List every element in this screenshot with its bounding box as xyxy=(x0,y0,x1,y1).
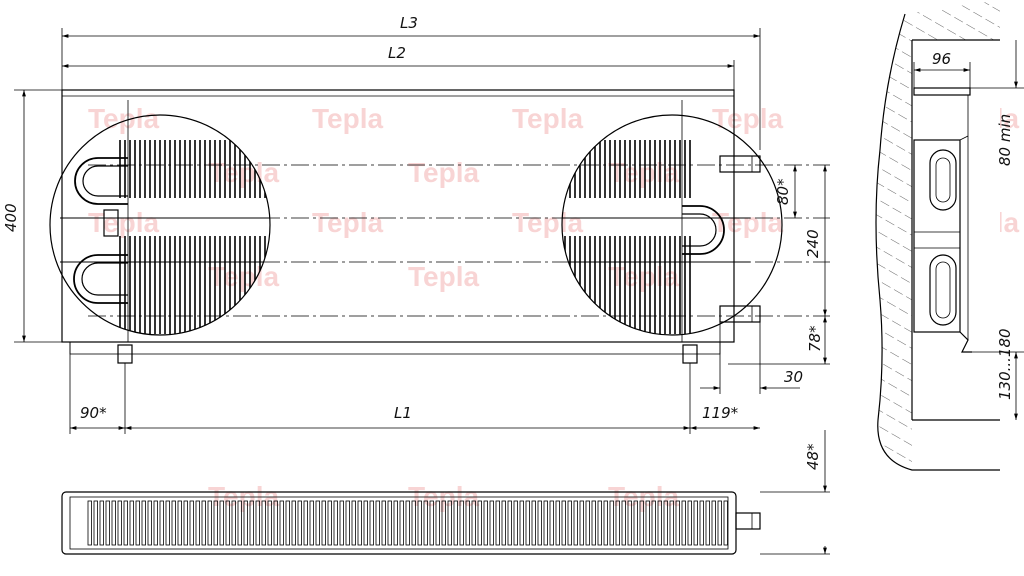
top-grille xyxy=(87,500,728,546)
watermark-text: Tepla xyxy=(208,157,279,188)
front-dimensions: L3 L2 400 80* 240 78* 30 90* L1 119* xyxy=(2,14,830,434)
side-body xyxy=(913,139,961,333)
watermark-text: Tepla xyxy=(608,157,679,188)
watermark-text: Tepla xyxy=(408,157,479,188)
watermark-text: Tepla xyxy=(408,261,479,292)
right-detail-circle xyxy=(561,114,783,336)
front-base-strip xyxy=(69,341,721,355)
watermark-text: Tepla xyxy=(88,103,159,134)
watermark-text: Tepla xyxy=(88,207,159,238)
side-view: 96 80 min 130...180 xyxy=(875,0,1024,471)
dim-90: 90* xyxy=(80,404,107,422)
dim-l2: L2 xyxy=(388,44,406,62)
dim-96: 96 xyxy=(932,50,951,68)
watermark-text: Tepla xyxy=(208,261,279,292)
side-lower-coil xyxy=(929,254,957,326)
front-casing xyxy=(61,89,735,343)
left-lower-u-bend xyxy=(73,254,128,304)
left-detail-circle xyxy=(49,114,271,336)
dim-30: 30 xyxy=(784,368,803,386)
left-upper-u-bend xyxy=(74,157,128,205)
watermark-text: Tepla xyxy=(608,261,679,292)
dim-80min: 80 min xyxy=(996,114,1014,166)
side-top-plate xyxy=(913,87,971,96)
side-upper-coil xyxy=(929,149,957,211)
dim-240: 240 xyxy=(804,229,822,258)
dim-119: 119* xyxy=(702,404,739,422)
dim-80: 80* xyxy=(774,178,792,205)
dim-130-180: 130...180 xyxy=(996,328,1014,400)
dim-400: 400 xyxy=(2,203,20,232)
watermark-text: Tepla xyxy=(512,207,583,238)
watermark-text: Tepla xyxy=(712,103,783,134)
dim-78: 78* xyxy=(806,325,824,352)
dim-l3: L3 xyxy=(400,14,418,32)
top-view: 48* xyxy=(61,430,830,555)
top-pipe-stub xyxy=(735,512,761,530)
watermark-text: Tepla xyxy=(408,481,479,512)
dim-l1: L1 xyxy=(394,404,412,422)
dim-48: 48* xyxy=(804,443,822,470)
watermark-text: Tepla xyxy=(312,207,383,238)
right-u-bend xyxy=(682,205,725,255)
watermark-text: Tepla xyxy=(512,103,583,134)
watermark-text: Tepla xyxy=(312,103,383,134)
upper-pipe-stub xyxy=(719,155,761,173)
lower-pipe-stub xyxy=(719,305,761,323)
